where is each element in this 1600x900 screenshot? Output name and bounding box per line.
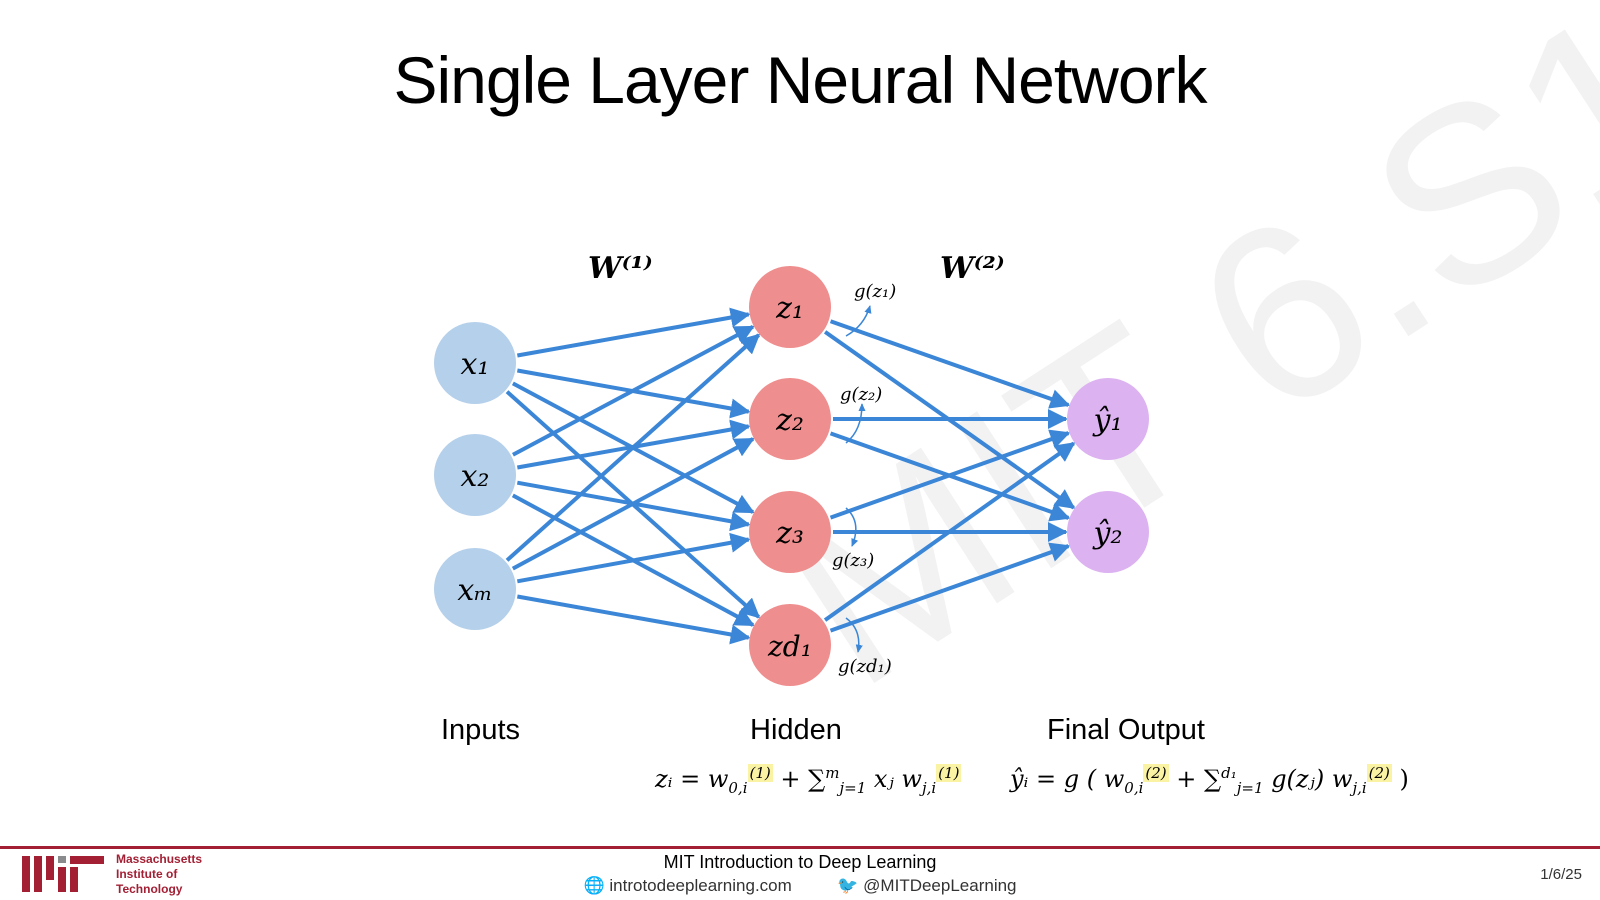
hidden-label: Hidden (750, 714, 842, 746)
output-node-label: ŷ₁ (1092, 403, 1123, 438)
twitter-bird-icon: 🐦 (837, 876, 859, 895)
eq-out-lhs: ŷᵢ = g ( w (1010, 765, 1125, 793)
output-node-label: ŷ₂ (1092, 516, 1123, 551)
activation-label-3: g(z₃) (832, 550, 874, 571)
activation-arrow-3 (845, 507, 859, 547)
input-node-m: xₘ (434, 548, 516, 630)
activation-label-2: g(z₂) (840, 384, 882, 405)
edge-input-3-hidden-4 (516, 594, 751, 645)
eq-out-term-sup: (2) (1366, 764, 1392, 782)
activation-arcs (845, 305, 872, 653)
output-node-1: ŷ₁ (1067, 378, 1149, 460)
weight-label-w2: W⁽²⁾ (940, 251, 1005, 286)
eq-hidden-sum-lower: j=1 (839, 778, 867, 797)
activation-label-4: g(zd₁) (838, 656, 892, 677)
eq-hidden-sum: + ∑ (780, 765, 826, 793)
edge-input-2-hidden-1 (511, 325, 755, 457)
input-node-label: x₁ (461, 347, 490, 382)
eq-hidden-bias-idx: 0,i (728, 778, 748, 797)
eq-out-term-idx: j,i (1352, 778, 1367, 797)
eq-hidden-term-idx: j,i (921, 778, 937, 797)
website-link[interactable]: introtodeeplearning.com (609, 876, 792, 895)
eq-out-sum: + ∑ (1176, 765, 1222, 793)
hidden-node-2: z₂ (749, 378, 831, 460)
hidden-node-d1: zd₁ (749, 604, 831, 686)
activation-label-1: g(z₁) (854, 281, 896, 302)
eq-hidden-term: xⱼ w (873, 765, 922, 793)
globe-icon: 🌐 (583, 876, 605, 895)
mit-logo-icon (22, 856, 104, 892)
course-title: MIT Introduction to Deep Learning (663, 852, 937, 872)
twitter-handle-link[interactable]: @MITDeepLearning (863, 876, 1017, 895)
hidden-node-label: z₂ (775, 403, 804, 438)
activation-arrow-4 (845, 617, 863, 653)
edge-input-3-hidden-2 (511, 437, 755, 571)
eq-out-close: ) (1399, 765, 1409, 793)
hidden-node-label: z₃ (775, 516, 804, 551)
inputs-label: Inputs (441, 714, 520, 746)
output-node-2: ŷ₂ (1067, 491, 1149, 573)
hidden-node-1: z₁ (749, 266, 831, 348)
mit-wordmark-line: Massachusetts (116, 852, 203, 866)
input-node-2: x₂ (434, 434, 516, 516)
weight-label-w1: W⁽¹⁾ (588, 251, 653, 286)
edges-group (505, 307, 1076, 645)
eq-hidden-sum-upper: m (825, 764, 840, 782)
footer-links: 🌐 introtodeeplearning.com 🐦 @MITDeepLear… (0, 876, 1600, 896)
eq-hidden-lhs: zᵢ = w (655, 765, 729, 793)
eq-out-bias-idx: 0,i (1124, 778, 1144, 797)
final-output-label: Final Output (1047, 714, 1205, 746)
eq-out-sum-upper: d₁ (1221, 764, 1237, 782)
mit-wordmark: Massachusetts Institute of Technology (116, 852, 202, 897)
footer-divider (0, 846, 1600, 849)
edge-hidden-1-output-1 (829, 319, 1071, 409)
hidden-node-3: z₃ (749, 491, 831, 573)
edge-hidden-4-output-1 (823, 441, 1076, 622)
output-equation: ŷᵢ = g ( w0,i(2) + ∑d₁j=1 g(zⱼ) wj,i(2) … (1010, 764, 1409, 797)
mit-wordmark-line: Institute of (116, 867, 178, 881)
activation-arrow-2 (845, 403, 866, 444)
eq-hidden-bias-sup: (1) (747, 764, 773, 782)
edge-input-3-hidden-1 (505, 333, 761, 562)
input-node-label: x₂ (461, 459, 490, 494)
hidden-equation: zᵢ = w0,i(1) + ∑mj=1 xⱼ wj,i(1) (655, 764, 962, 797)
edge-hidden-4-output-2 (829, 542, 1071, 633)
edge-input-3-hidden-3 (516, 532, 751, 584)
mit-wordmark-line: Technology (116, 882, 183, 896)
eq-hidden-term-sup: (1) (936, 764, 962, 782)
activation-arrow-1 (845, 305, 872, 337)
eq-out-term: g(zⱼ) w (1271, 765, 1353, 793)
input-node-label: xₘ (457, 573, 492, 608)
input-node-1: x₁ (434, 322, 516, 404)
watermark: MIT 6.S191 (734, 0, 1600, 739)
hidden-node-label: zd₁ (767, 630, 812, 663)
slide-title: Single Layer Neural Network (393, 43, 1207, 117)
hidden-node-label: z₁ (775, 291, 804, 326)
slide-date: 1/6/25 (1540, 866, 1582, 883)
eq-out-bias-sup: (2) (1143, 764, 1169, 782)
edge-input-1-hidden-1 (516, 307, 751, 358)
eq-out-sum-lower: j=1 (1236, 778, 1264, 797)
edge-hidden-3-output-1 (829, 429, 1071, 520)
